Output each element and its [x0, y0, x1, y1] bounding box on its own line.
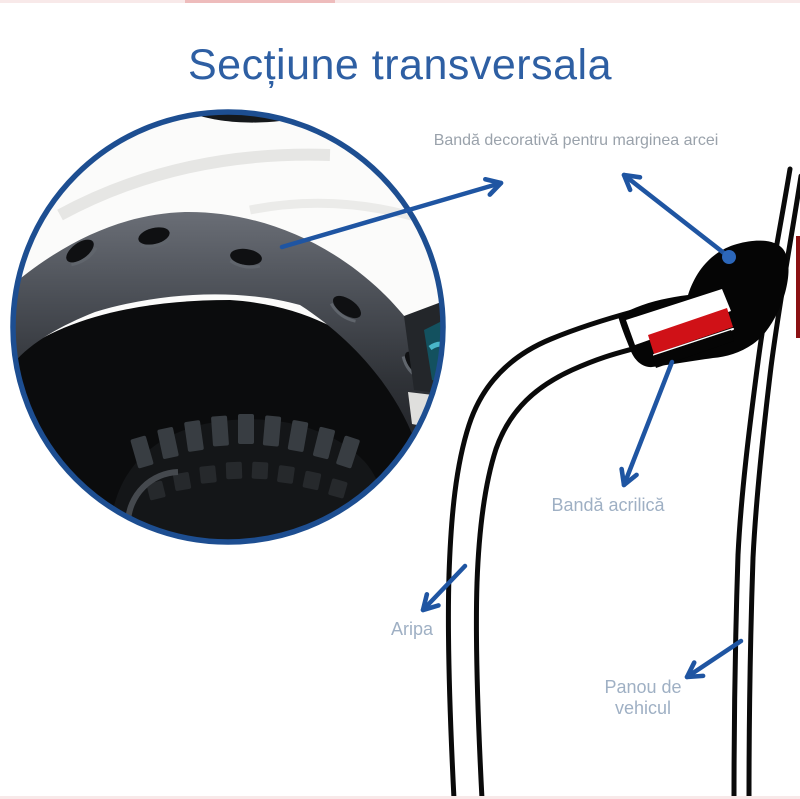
- arrow-tape-to-acrylic-label: [619, 359, 675, 488]
- tire-tread-row: [146, 461, 348, 501]
- tire: [109, 414, 384, 542]
- arrow-photo-to-decorative-label: [279, 176, 504, 250]
- arrow-fender-to-aripa-label: [420, 563, 468, 613]
- headlight: [404, 298, 443, 432]
- decorative-band-label: Bandă decorativă pentru marginea arcei: [433, 132, 719, 149]
- vehicle-panel-label: Panou de vehicul: [568, 677, 718, 719]
- body-reflection: [57, 148, 331, 221]
- tape-liner-hairline: [653, 328, 734, 356]
- wheel-rim: [125, 469, 179, 523]
- vehicle-panel-label-line2: vehicul: [614, 698, 672, 718]
- acrylic-band-label: Bandă acrilică: [551, 495, 665, 515]
- top-edge-artifact-segment: [185, 0, 335, 3]
- photo-circle-border: [10, 109, 446, 545]
- cross-section-diagram: [445, 166, 800, 799]
- top-edge-artifact: [0, 0, 800, 3]
- leader-dot: [722, 250, 736, 264]
- page-title: Secțiune transversala: [188, 40, 612, 89]
- bottom-edge-artifact: [0, 796, 800, 799]
- edge-cropped-red-element: [796, 236, 800, 338]
- vehicle-panel-label-line1: Panou de: [604, 677, 682, 697]
- arrow-panel-to-panou-label: [684, 638, 744, 680]
- inset-photo: [10, 109, 446, 545]
- channel-bottom-wall: [652, 330, 734, 368]
- fender-lines: [445, 295, 691, 799]
- fender-label: Aripa: [390, 619, 434, 639]
- arrow-flare-to-decorative-label: [621, 172, 732, 260]
- flare-slot-pockets: [66, 227, 428, 380]
- flare-channel-slot: [626, 289, 731, 345]
- tire-tread-row: [130, 414, 360, 469]
- acrylic-tape: [648, 308, 733, 354]
- fender-flare: [13, 211, 443, 455]
- leader-arrows: [279, 172, 744, 680]
